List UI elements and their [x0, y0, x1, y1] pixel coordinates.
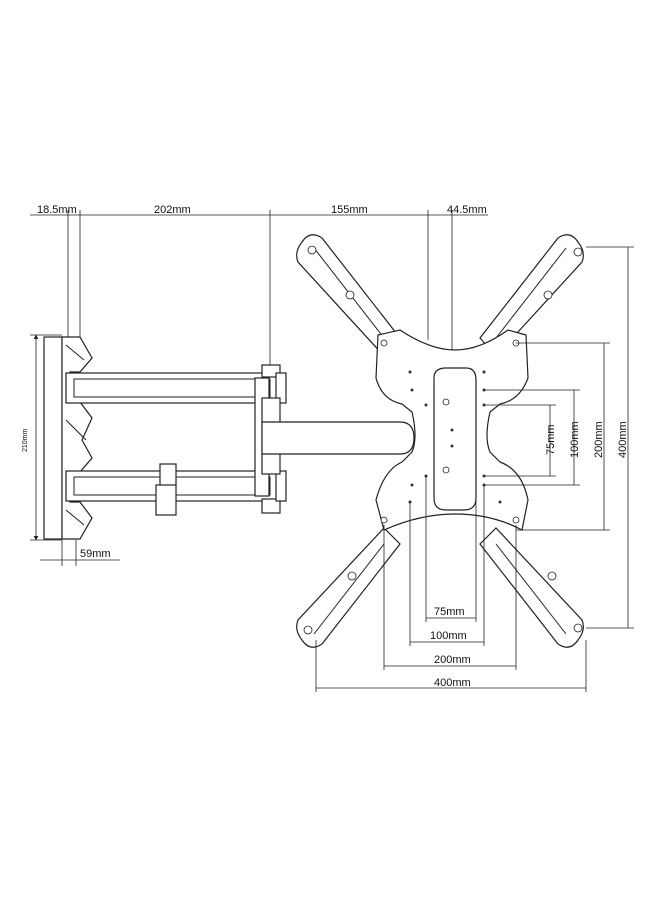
dim-h100-label: 100mm: [430, 630, 467, 642]
lower-arm: [65, 463, 287, 516]
vesa-arms: [296, 234, 584, 648]
dim-plate-offset-label: 44.5mm: [447, 204, 487, 216]
top-dimension-lines: [30, 210, 488, 375]
dim-arm-inner-label: 202mm: [154, 204, 191, 216]
extension-arm: [261, 421, 415, 455]
left-dimension-lines: [30, 334, 120, 566]
dim-v200-label: 200mm: [593, 421, 605, 458]
dim-h200-label: 200mm: [434, 654, 471, 666]
dim-wall-height-label: 210mm: [22, 428, 29, 452]
bottom-dimension-lines: [315, 476, 587, 692]
vesa-plate: [375, 329, 529, 531]
dim-v75-label: 75mm: [545, 424, 557, 455]
dim-v100-label: 100mm: [569, 421, 581, 458]
dim-wall-plate-depth-label: 59mm: [80, 548, 111, 560]
dim-v400-label: 400mm: [617, 421, 629, 458]
dim-wall-depth-label: 18.5mm: [37, 204, 77, 216]
right-dimension-lines: [484, 246, 634, 629]
dim-arm-outer-label: 155mm: [331, 204, 368, 216]
wall-plate: [43, 336, 93, 540]
dim-h75-label: 75mm: [434, 606, 465, 618]
upper-arm: [65, 364, 287, 404]
dim-h400-label: 400mm: [434, 677, 471, 689]
